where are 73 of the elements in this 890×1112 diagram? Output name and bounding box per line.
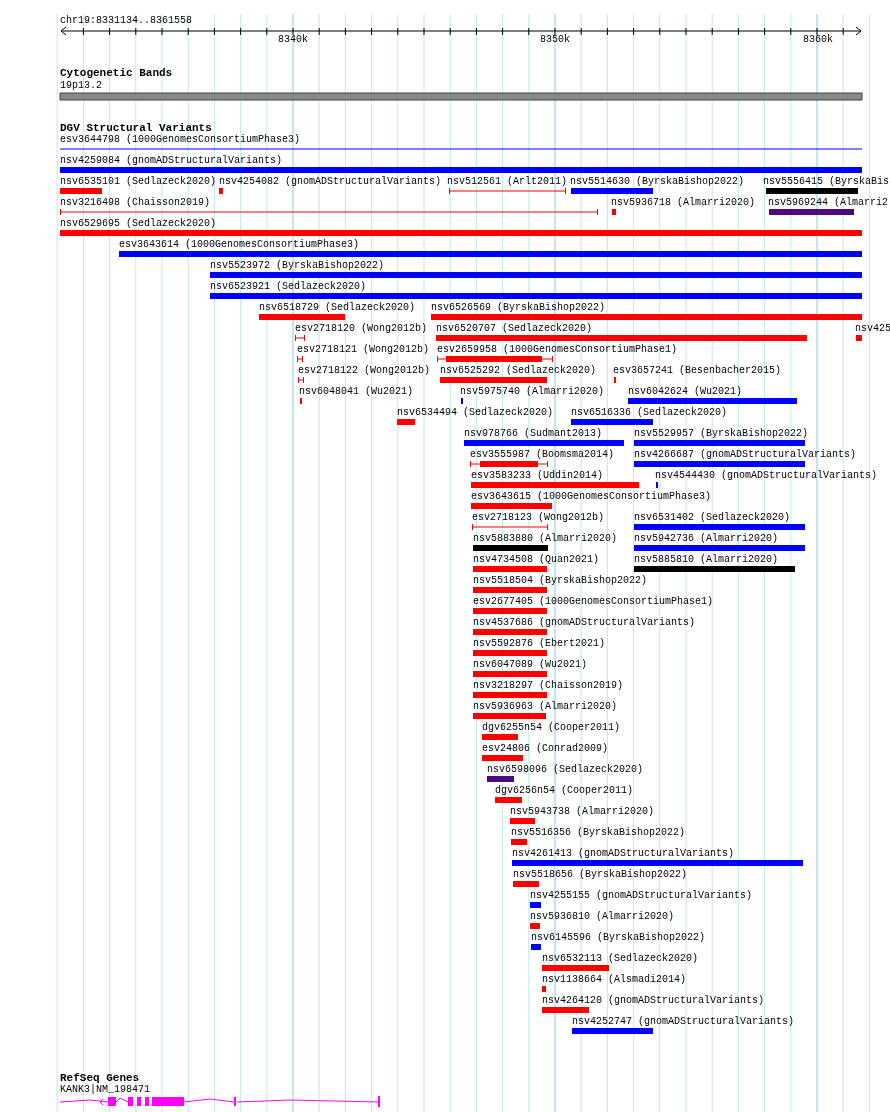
variant-label: nsv425 xyxy=(855,323,890,335)
variant-label: nsv4254082 (gnomADStructuralVariants) xyxy=(219,176,442,188)
variant-label: nsv6529695 (Sedlazeck2020) xyxy=(60,218,217,230)
variant-label: nsv4255155 (gnomADStructuralVariants) xyxy=(530,890,753,902)
variant-label: nsv5943738 (Almarri2020) xyxy=(510,806,655,818)
variant-label: nsv6048041 (Wu2021) xyxy=(299,386,414,398)
variant-label: nsv5936718 (Almarri2020) xyxy=(611,197,756,209)
variant-label: nsv5518504 (ByrskaBishop2022) xyxy=(473,575,648,587)
scale-tick-label: 8350k xyxy=(540,34,570,46)
variant-label: nsv4544430 (gnomADStructuralVariants) xyxy=(655,470,878,482)
variant-label: nsv5516356 (ByrskaBishop2022) xyxy=(511,827,686,839)
variant-label: esv3657241 (Besenbacher2015) xyxy=(613,365,782,377)
variant-label: esv2718121 (Wong2012b) xyxy=(297,344,430,356)
variant-label: nsv5556415 (ByrskaBis xyxy=(763,176,890,188)
variant-label: nsv6525292 (Sedlazeck2020) xyxy=(440,365,597,377)
variant-label: nsv5936963 (Almarri2020) xyxy=(473,701,618,713)
variant-label: nsv3216498 (Chaisson2019) xyxy=(60,197,211,209)
variant-label: nsv5592876 (Ebert2021) xyxy=(473,638,606,650)
variant-label: nsv5518656 (ByrskaBishop2022) xyxy=(513,869,688,881)
variant-label: nsv6526569 (ByrskaBishop2022) xyxy=(431,302,606,314)
variant-label: esv2677405 (1000GenomesConsortiumPhase1) xyxy=(473,596,714,608)
variant-label: esv3555987 (Boomsma2014) xyxy=(470,449,615,461)
variant-label: esv2718123 (Wong2012b) xyxy=(472,512,605,524)
variant-label: esv3644798 (1000GenomesConsortiumPhase3) xyxy=(60,134,301,146)
variant-label: nsv5936810 (Almarri2020) xyxy=(530,911,675,923)
track-title: Cytogenetic Bands xyxy=(60,67,173,79)
variant-label: nsv4537686 (gnomADStructuralVariants) xyxy=(473,617,696,629)
variant-label: nsv6535101 (Sedlazeck2020) xyxy=(60,176,217,188)
variant-label: nsv5514630 (ByrskaBishop2022) xyxy=(570,176,745,188)
variant-label: esv2718122 (Wong2012b) xyxy=(298,365,431,377)
variant-label: nsv6518729 (Sedlazeck2020) xyxy=(259,302,416,314)
variant-label: dgv6255n54 (Cooper2011) xyxy=(482,722,621,734)
variant-label: nsv5942736 (Almarri2020) xyxy=(634,533,779,545)
variant-label: nsv4266687 (gnomADStructuralVariants) xyxy=(634,449,857,461)
variant-label: nsv6534494 (Sedlazeck2020) xyxy=(397,407,554,419)
variant-label: nsv5529957 (ByrskaBishop2022) xyxy=(634,428,809,440)
variant-label: nsv4259084 (gnomADStructuralVariants) xyxy=(60,155,283,167)
variant-label: nsv4734508 (Quan2021) xyxy=(473,554,600,566)
variant-label: nsv6598096 (Sedlazeck2020) xyxy=(487,764,644,776)
variant-label: nsv6532113 (Sedlazeck2020) xyxy=(542,953,699,965)
track-title: DGV Structural Variants xyxy=(60,122,212,134)
variant-label: nsv5883880 (Almarri2020) xyxy=(473,533,618,545)
variant-label: nsv4252747 (gnomADStructuralVariants) xyxy=(572,1016,795,1028)
variant-label: esv3643614 (1000GenomesConsortiumPhase3) xyxy=(119,239,360,251)
variant-label: esv2659958 (1000GenomesConsortiumPhase1) xyxy=(437,344,678,356)
variant-label: nsv6520707 (Sedlazeck2020) xyxy=(436,323,593,335)
variant-label: nsv4264120 (gnomADStructuralVariants) xyxy=(542,995,765,1007)
variant-label: nsv3218297 (Chaisson2019) xyxy=(473,680,624,692)
variant-label: nsv5523972 (ByrskaBishop2022) xyxy=(210,260,385,272)
variant-label: esv2718120 (Wong2012b) xyxy=(295,323,428,335)
variant-label: esv3583233 (Uddin2014) xyxy=(471,470,604,482)
scale-tick-label: 8360k xyxy=(803,34,833,46)
variant-label: nsv6523921 (Sedlazeck2020) xyxy=(210,281,367,293)
variant-label: nsv6042624 (Wu2021) xyxy=(628,386,743,398)
variant-label: nsv6516336 (Sedlazeck2020) xyxy=(571,407,728,419)
band-name: 19p13.2 xyxy=(60,80,102,92)
scale-tick-label: 8340k xyxy=(278,34,308,46)
variant-label: nsv6145596 (ByrskaBishop2022) xyxy=(531,932,706,944)
variant-label: dgv6256n54 (Cooper2011) xyxy=(495,785,634,797)
track-title: RefSeq Genes xyxy=(60,1072,140,1084)
position-label: chr19:8331134..8361558 xyxy=(60,15,193,27)
variant-label: nsv6531402 (Sedlazeck2020) xyxy=(634,512,791,524)
variant-label: nsv978766 (Sudmant2013) xyxy=(464,428,603,440)
gene-label: KANK3|NM_198471 xyxy=(60,1084,150,1096)
variant-label: nsv5975740 (Almarri2020) xyxy=(460,386,605,398)
variant-label: nsv1138664 (Alsmadi2014) xyxy=(542,974,687,986)
variant-label: esv24806 (Conrad2009) xyxy=(482,743,609,755)
variant-label: nsv5885810 (Almarri2020) xyxy=(634,554,779,566)
variant-label: nsv4261413 (gnomADStructuralVariants) xyxy=(512,848,735,860)
variant-label: nsv6047089 (Wu2021) xyxy=(473,659,588,671)
variant-label: nsv512561 (Arlt2011) xyxy=(447,176,568,188)
variant-label: esv3643615 (1000GenomesConsortiumPhase3) xyxy=(471,491,712,503)
variant-label: nsv5969244 (Almarri2 xyxy=(768,197,889,209)
